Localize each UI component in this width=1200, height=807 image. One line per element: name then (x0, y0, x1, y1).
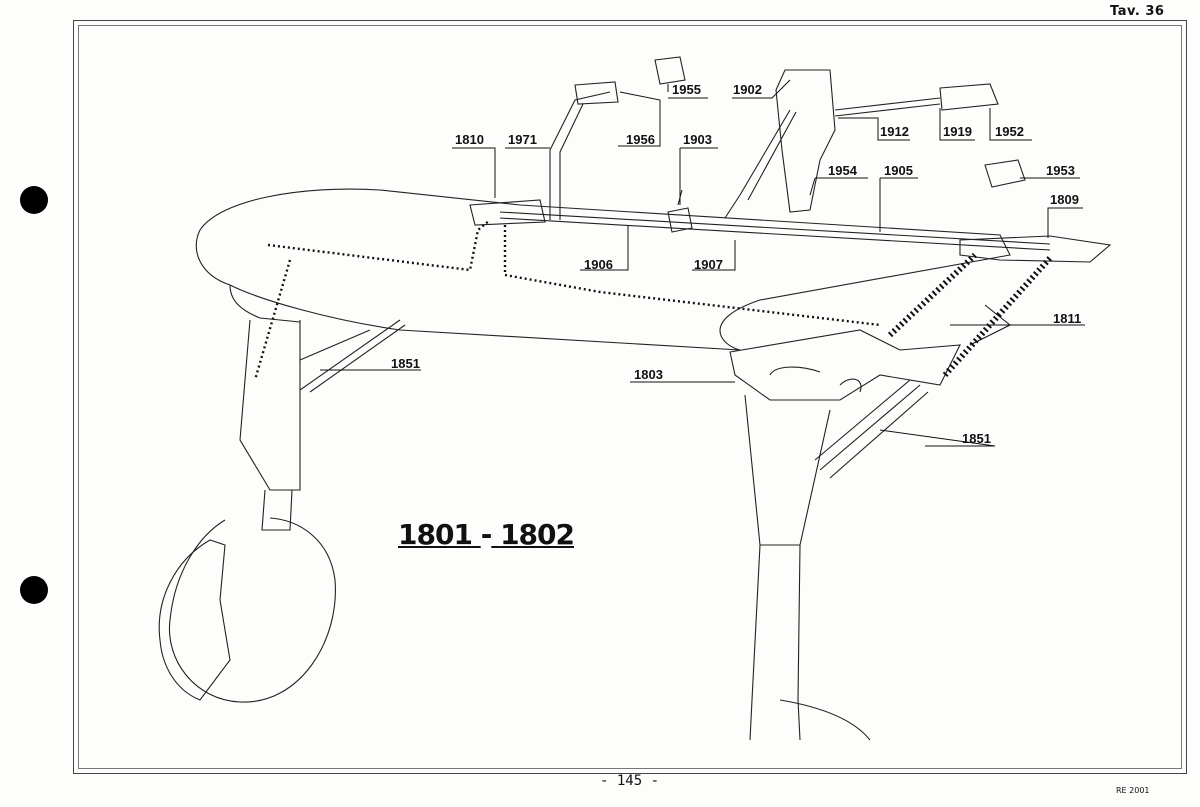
label-1971: 1971 (508, 132, 537, 147)
document-code: RE 2001 (1116, 786, 1150, 795)
wing-fillet (229, 284, 301, 323)
label-1809: 1809 (1050, 192, 1079, 207)
label-1905: 1905 (884, 163, 913, 178)
label-1919: 1919 (943, 124, 972, 139)
box-1953 (984, 159, 1026, 188)
pipe-1971 (549, 91, 611, 220)
shaft-1912 (834, 97, 941, 117)
motor-1952 (939, 83, 999, 111)
label-1956: 1956 (626, 132, 655, 147)
label-1952: 1952 (995, 124, 1024, 139)
label-1954: 1954 (828, 163, 857, 178)
control-tube (499, 211, 1051, 251)
left-wheel-fairing (168, 517, 336, 703)
binder-hole-top (20, 186, 48, 214)
actuator-1811a (887, 252, 978, 338)
assembly-dash: - (480, 518, 493, 551)
left-strut (299, 319, 406, 393)
label-1811: 1811 (1053, 311, 1082, 326)
pump-handle (724, 109, 797, 219)
label-1851-right: 1851 (962, 431, 991, 446)
bracket-1803 (729, 329, 961, 401)
binder-hole-bottom (20, 576, 48, 604)
box-1955 (654, 56, 686, 85)
label-1810: 1810 (455, 132, 484, 147)
page-number: - 145 - (600, 773, 660, 789)
label-1803: 1803 (634, 367, 663, 382)
right-gear-leg (744, 394, 831, 546)
assembly-number-2: 1802 (500, 518, 575, 551)
label-1955: 1955 (672, 82, 701, 97)
dotted-line-leg (253, 259, 292, 381)
drawing-frame-inner (78, 25, 1182, 769)
label-1851-left: 1851 (391, 356, 420, 371)
actuator-1811b (942, 255, 1053, 378)
drawing-frame-outer (73, 20, 1187, 774)
plate-number: Tav. 36 (1110, 4, 1165, 19)
assembly-number-1: 1801 (398, 518, 473, 551)
label-1953: 1953 (1046, 163, 1075, 178)
label-1906: 1906 (584, 257, 613, 272)
assembly-title: 1801 - 1802 (398, 518, 575, 551)
bracket-1809 (959, 235, 1112, 263)
label-1903: 1903 (683, 132, 712, 147)
bracket-1810 (469, 199, 546, 226)
label-1912: 1912 (880, 124, 909, 139)
left-wheel (158, 539, 231, 701)
dotted-line-main (503, 225, 881, 327)
left-gear-leg (239, 319, 301, 491)
label-1907: 1907 (694, 257, 723, 272)
label-1902: 1902 (733, 82, 762, 97)
wing-outline (195, 188, 1011, 351)
dotted-line-left (267, 219, 491, 272)
box-1956 (574, 81, 619, 105)
pump-1902 (775, 69, 836, 213)
right-strut (814, 379, 929, 479)
